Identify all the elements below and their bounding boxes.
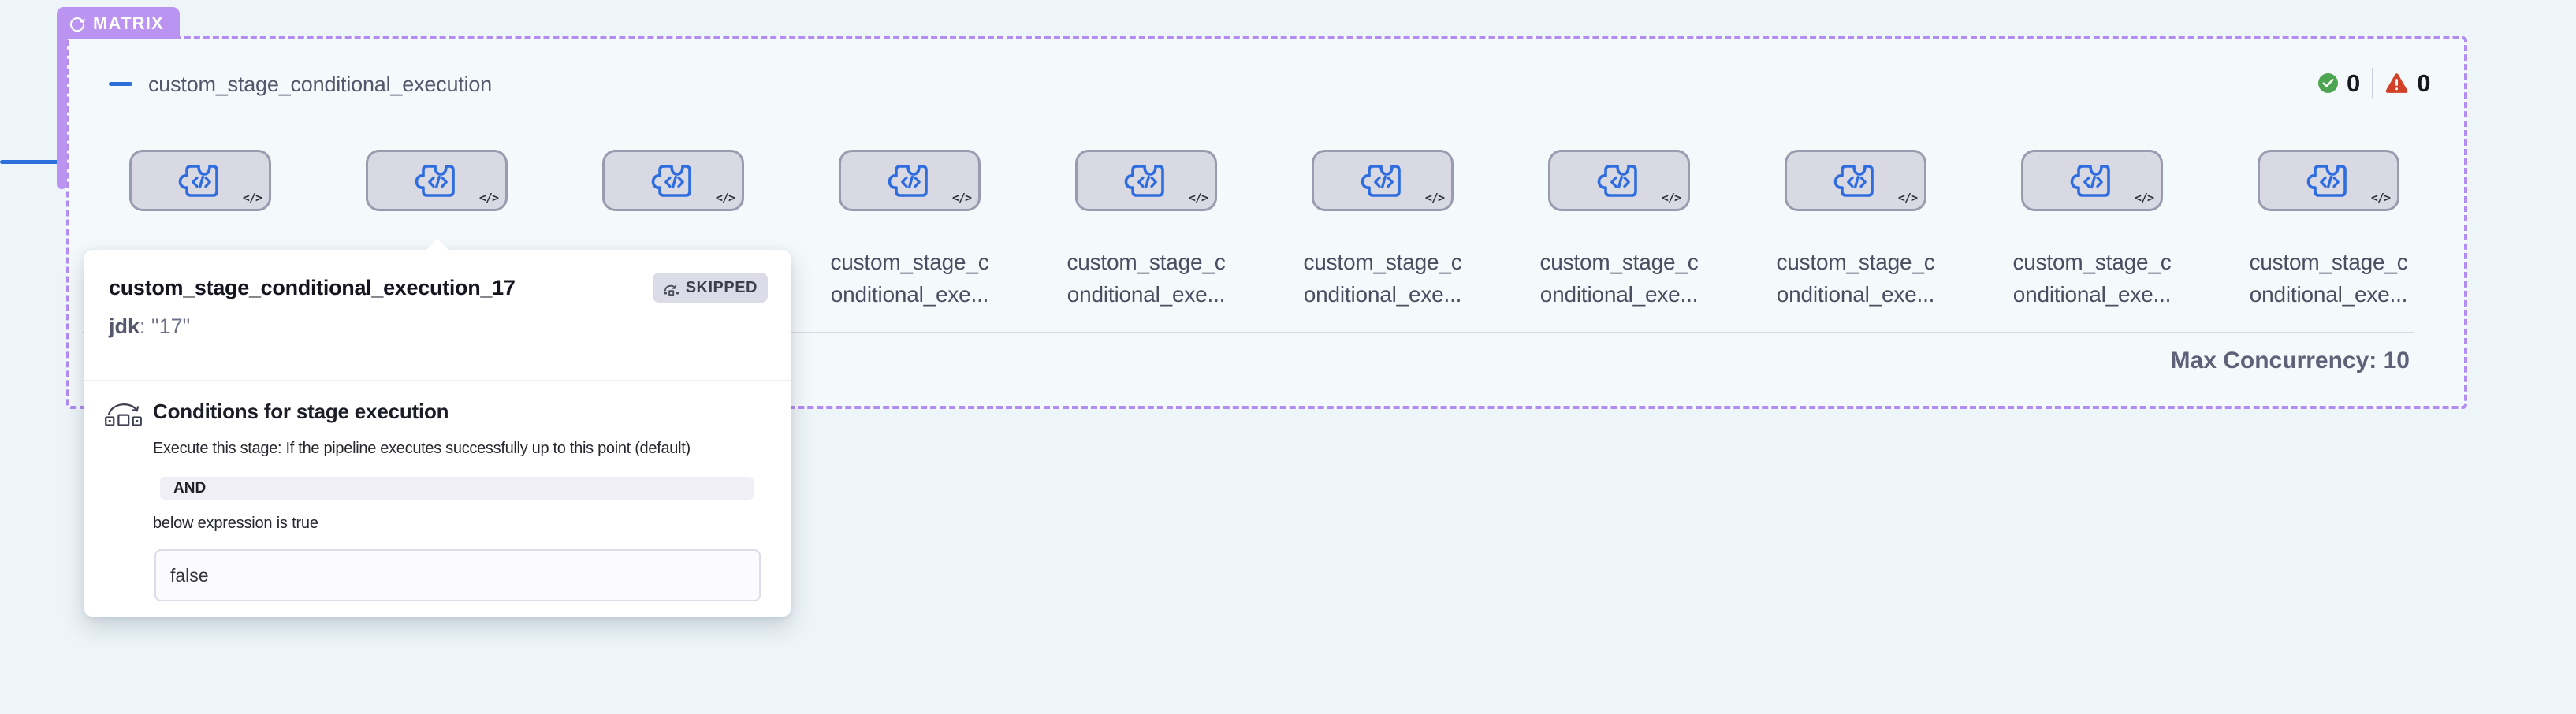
expression-value: false [170,564,209,586]
stage-card[interactable]: </> [366,150,508,211]
stage-label: custom_stage_c onditional_exe... [1974,246,2210,311]
conditional-execution-icon [104,400,143,432]
collapse-minus-button[interactable] [109,82,132,86]
stage-label: custom_stage_c onditional_exe... [2210,246,2447,311]
custom-stage-icon [132,152,269,209]
custom-stage-icon [1314,152,1451,209]
code-icon: </> [951,191,972,205]
stage-label: custom_stage_c onditional_exe... [1028,246,1264,311]
operator-label: AND [173,479,207,496]
stage-label-line2: onditional_exe... [830,282,989,307]
stage-details-popover: custom_stage_conditional_execution_17 SK… [84,239,791,617]
status-badge-label: SKIPPED [685,278,758,296]
code-icon: </> [478,191,499,205]
stage-label: custom_stage_c onditional_exe... [1264,246,1501,311]
stage-label: custom_stage_c onditional_exe... [1737,246,1974,311]
stage-status-counters: 0 0 [2318,68,2431,98]
code-icon: </> [2134,191,2154,205]
matrix-footer-divider [82,332,2414,333]
stage-label-line2: onditional_exe... [1067,282,1226,307]
stage-card[interactable]: </> [1312,150,1454,211]
code-icon: </> [1897,191,1918,205]
stage-label-line1: custom_stage_c [1539,250,1699,274]
custom-stage-icon [2023,152,2161,209]
pipeline-connector-line [0,160,60,164]
code-icon: </> [715,191,735,205]
custom-stage-icon [605,152,742,209]
status-badge: SKIPPED [652,273,768,303]
stage-label-line1: custom_stage_c [1067,250,1226,274]
stage-label: custom_stage_c onditional_exe... [1501,246,1737,311]
matrix-badge[interactable]: MATRIX [57,7,180,39]
loop-icon [68,14,86,32]
custom-stage-icon [2260,152,2397,209]
stage-label-line1: custom_stage_c [1776,250,1935,274]
stage-card[interactable]: </> [839,150,981,211]
stage-label-line2: onditional_exe... [1776,282,1935,307]
axis-value: : "17" [140,314,191,338]
popover-divider [84,380,791,381]
stage-card[interactable]: </> [1075,150,1217,211]
custom-stage-icon [368,152,505,209]
stage-card[interactable]: </> [1785,150,1926,211]
warning-triangle-icon [2385,73,2408,94]
failed-count: 0 [2417,69,2431,97]
popover-caret [426,239,449,251]
custom-stage-icon [841,152,978,209]
code-icon: </> [1661,191,1681,205]
custom-stage-icon [1787,152,1924,209]
condition-operator-bar: AND [160,477,754,500]
conditions-expression-text: below expression is true [153,515,318,532]
conditions-section-heading: Conditions for stage execution [153,400,449,423]
skipped-icon [663,280,680,296]
success-check-icon [2318,73,2338,93]
custom-stage-icon [1078,152,1215,209]
stage-label-line2: onditional_exe... [1303,282,1462,307]
stage-card[interactable]: </> [129,150,271,211]
matrix-badge-label: MATRIX [93,13,164,33]
matrix-group-title: custom_stage_conditional_execution [148,73,492,96]
max-concurrency-label: Max Concurrency: 10 [2170,348,2410,374]
matrix-axis-values: jdk: "17" [109,314,190,339]
popover-stage-title: custom_stage_conditional_execution_17 [109,275,516,299]
stage-label-line2: onditional_exe... [1539,282,1699,307]
stage-card[interactable]: </> [602,150,744,211]
code-icon: </> [242,191,262,205]
counter-divider [2372,68,2374,98]
code-icon: </> [1188,191,1208,205]
code-icon: </> [2370,191,2391,205]
stage-label-line2: onditional_exe... [2249,282,2408,307]
stage-card[interactable]: </> [2021,150,2163,211]
success-count: 0 [2347,69,2361,97]
stage-card[interactable]: </> [2258,150,2399,211]
matrix-badge-strip [57,38,67,189]
axis-key: jdk [109,314,140,338]
stage-label-line1: custom_stage_c [2012,250,2172,274]
conditions-default-text: Execute this stage: If the pipeline exec… [153,440,691,457]
stage-label: custom_stage_c onditional_exe... [791,246,1028,311]
stage-label-line1: custom_stage_c [830,250,989,274]
stage-label-line1: custom_stage_c [1303,250,1462,274]
code-icon: </> [1424,191,1445,205]
expression-value-field: false [154,549,761,601]
custom-stage-icon [1550,152,1688,209]
stage-card[interactable]: </> [1548,150,1690,211]
stage-label-line2: onditional_exe... [2012,282,2172,307]
stage-label-line1: custom_stage_c [2249,250,2408,274]
